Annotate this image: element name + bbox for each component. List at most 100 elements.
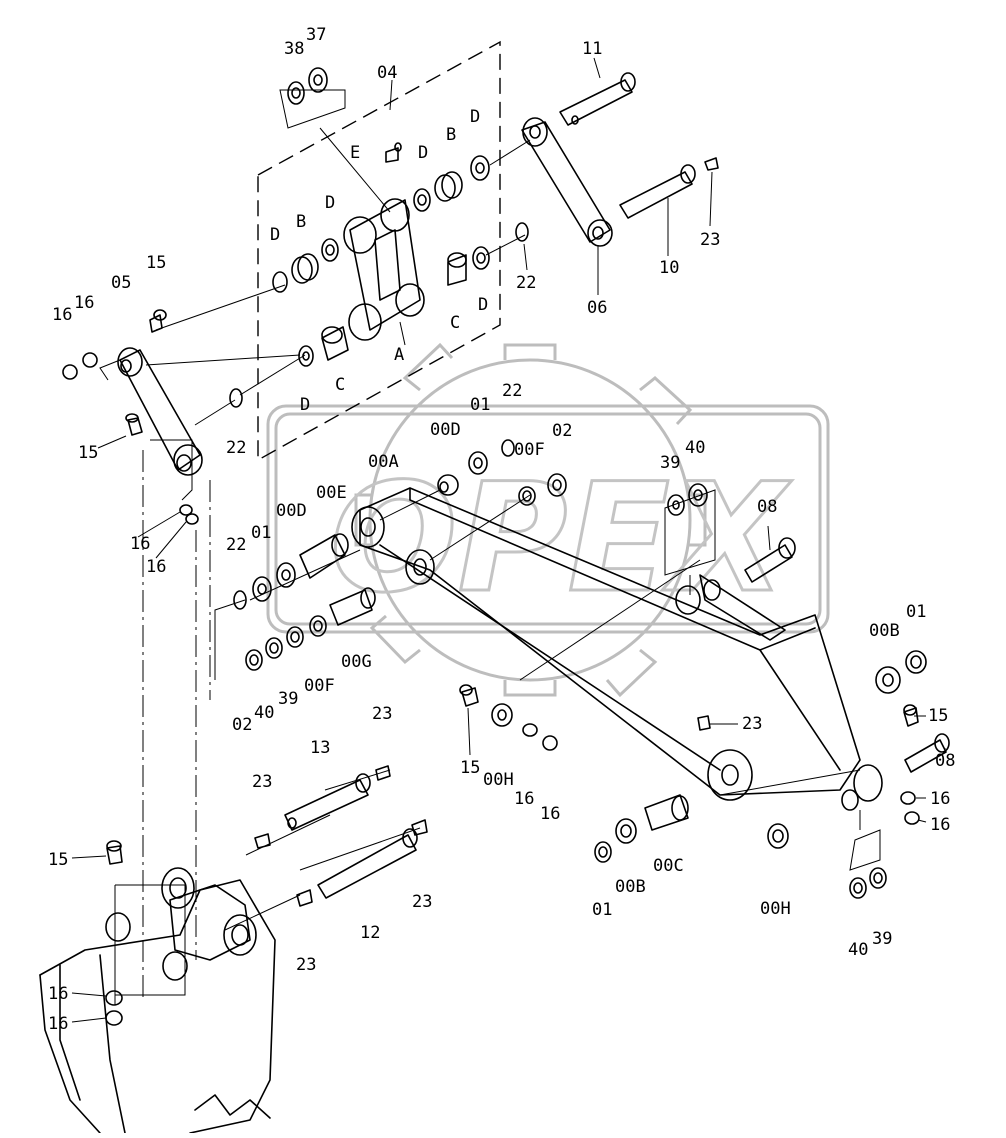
part-label: 04 [377, 63, 397, 83]
bolt-15e [903, 704, 919, 727]
part-label: 16 [930, 789, 950, 809]
nut-16i [900, 791, 916, 805]
washer-40a [688, 483, 708, 507]
part-label: 00G [341, 652, 372, 672]
part-label: 15 [928, 706, 948, 726]
part-label: 12 [360, 923, 380, 943]
part-label: 40 [685, 438, 705, 458]
part-label: 37 [306, 25, 326, 45]
fitting-23e [411, 819, 428, 836]
part-label: 00A [368, 452, 399, 472]
part-label: 16 [48, 1014, 68, 1034]
fitting-E [385, 142, 402, 163]
part-labels: 38 37 04 11 E D B D D B D 23 10 22 06 15… [48, 25, 955, 1034]
pin-10 [619, 164, 696, 219]
part-label: D [470, 107, 480, 127]
snap-ring-22d [233, 590, 247, 610]
watermark-frame [266, 404, 830, 634]
bushing-B-1 [291, 253, 319, 284]
part-label: 40 [848, 940, 868, 960]
nut-16e [522, 723, 538, 737]
seal-02a [547, 473, 567, 497]
boom-bore-c [707, 749, 753, 801]
snap-ring-22b [229, 388, 243, 408]
boom-arm [351, 487, 883, 811]
fitting-23f [296, 889, 313, 907]
boom-bore-g [405, 549, 435, 585]
part-label: 01 [251, 523, 271, 543]
part-label: 00B [869, 621, 900, 641]
bushings-washers [62, 67, 927, 1026]
part-label: 16 [514, 789, 534, 809]
bushing-00G [329, 587, 376, 626]
seal-D-1 [272, 271, 288, 293]
part-label: 15 [78, 443, 98, 463]
bolt-15d [106, 840, 123, 865]
nuts-16cd [179, 504, 199, 525]
washer-40c [849, 877, 867, 899]
seal-D-6 [298, 345, 314, 367]
part-label: 02 [552, 421, 572, 441]
part-label: 16 [52, 305, 72, 325]
part-label: A [394, 345, 404, 365]
part-label: 23 [296, 955, 316, 975]
nut-16j [904, 811, 920, 825]
fitting-23d [697, 715, 711, 731]
washer-40b [265, 637, 283, 659]
part-label: 39 [660, 453, 680, 473]
bushing-00H-2 [767, 823, 789, 849]
part-label: 15 [146, 253, 166, 273]
seal-D-2 [321, 238, 339, 262]
nut-16b [82, 352, 98, 368]
bushing-00D-1 [437, 474, 459, 496]
fitting-23c [254, 833, 271, 849]
bushing-00F-1 [518, 486, 536, 506]
part-label: 15 [460, 758, 480, 778]
part-label: D [478, 295, 488, 315]
bushing-00H-1 [491, 703, 513, 727]
boom-end-boss [853, 764, 883, 802]
seal-01a [468, 451, 488, 475]
bushing-00C [644, 794, 689, 831]
seal-01d [594, 841, 612, 863]
part-label: E [350, 143, 360, 163]
nut-16f [542, 735, 558, 751]
bushing-B-2 [434, 171, 463, 202]
part-label: 08 [757, 497, 777, 517]
pin-11 [559, 72, 636, 126]
seal-00D-2 [276, 562, 296, 588]
part-label: 00F [514, 440, 545, 460]
washer-39a [667, 494, 685, 516]
snap-ring-22c [501, 439, 515, 457]
part-label: 38 [284, 39, 304, 59]
part-label: 16 [48, 984, 68, 1004]
washer-39c [869, 867, 887, 889]
bushing-00E [299, 533, 349, 579]
part-label: B [296, 212, 306, 232]
fitting-23a [704, 157, 719, 171]
pin-13 [284, 773, 371, 831]
pin-08-upper [744, 537, 796, 583]
part-label: 40 [254, 703, 274, 723]
part-label: B [446, 125, 456, 145]
part-label: 00B [615, 877, 646, 897]
part-label: 01 [906, 602, 926, 622]
link-06 [521, 117, 613, 247]
pin-08-lower [904, 733, 950, 773]
link-05 [117, 347, 203, 476]
watermark-gear [354, 342, 707, 698]
seal-D-3 [413, 188, 431, 212]
part-label: 08 [935, 751, 955, 771]
part-label: 00F [304, 676, 335, 696]
part-label: 23 [700, 230, 720, 250]
seal-D-5 [472, 246, 490, 270]
part-label: C [335, 375, 345, 395]
part-label: 00C [653, 856, 684, 876]
part-label: 23 [412, 892, 432, 912]
part-label: 01 [592, 900, 612, 920]
part-label: 39 [278, 689, 298, 709]
part-label: 23 [372, 704, 392, 724]
bolt-15b [125, 413, 143, 436]
